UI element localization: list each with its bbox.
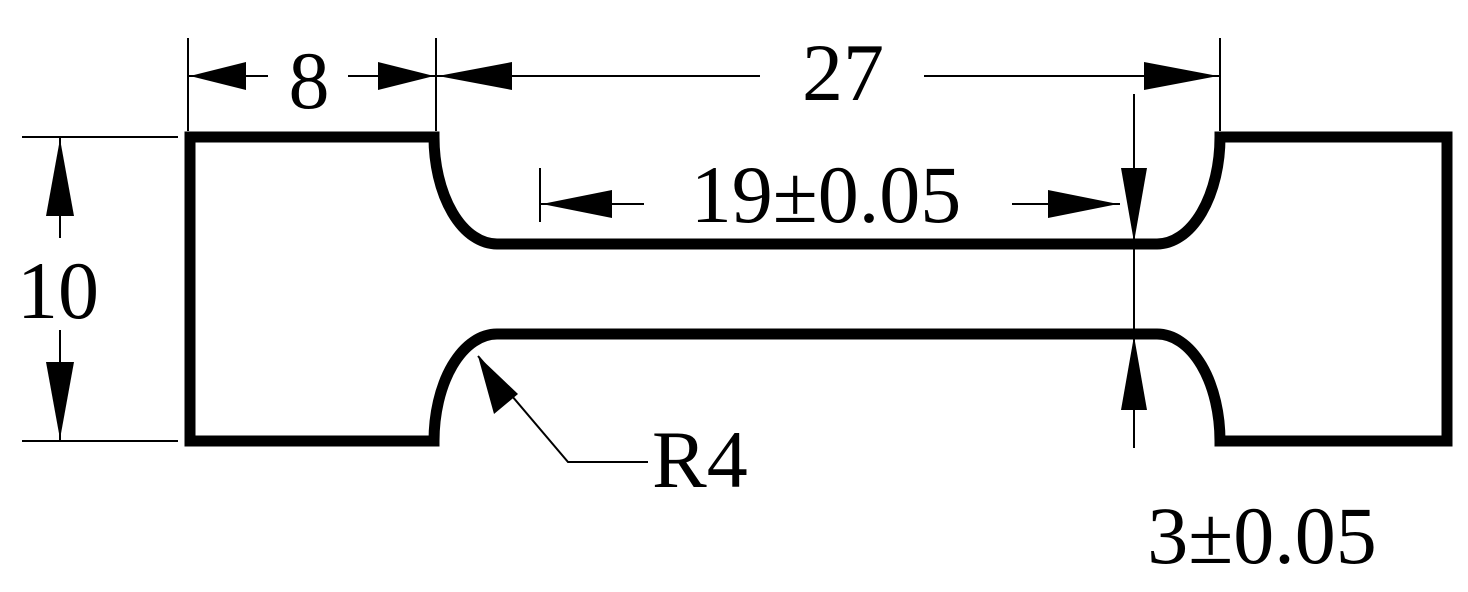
dim-label-19: 19±0.05	[691, 149, 962, 240]
arrowhead	[46, 139, 74, 216]
dim-label-10: 10	[17, 245, 99, 336]
dim-label-3: 3±0.05	[1147, 490, 1377, 581]
dim-grip-length: 8	[187, 30, 437, 131]
dim-fillet-radius: R4	[477, 355, 748, 505]
arrowhead	[438, 62, 512, 90]
specimen-outline	[184, 131, 1453, 447]
arrowhead	[542, 190, 612, 218]
dim-gauge-length: 19±0.05	[539, 140, 1120, 240]
dim-total-length: 27	[436, 22, 1221, 131]
dim-gauge-width: 3±0.05	[1121, 94, 1377, 581]
dim-label-r4: R4	[652, 414, 748, 505]
dim-grip-width: 10	[10, 136, 178, 442]
dim-label-8: 8	[289, 35, 330, 126]
arrowhead	[1121, 168, 1147, 242]
leader-line	[477, 355, 648, 463]
arrowhead	[190, 62, 246, 90]
arrowhead	[46, 362, 74, 439]
arrowhead	[1048, 190, 1118, 218]
arrowhead	[1144, 62, 1218, 90]
arrowhead	[378, 62, 434, 90]
dim-label-27: 27	[802, 27, 884, 118]
arrowhead	[1121, 336, 1147, 410]
arrowhead	[478, 356, 518, 414]
